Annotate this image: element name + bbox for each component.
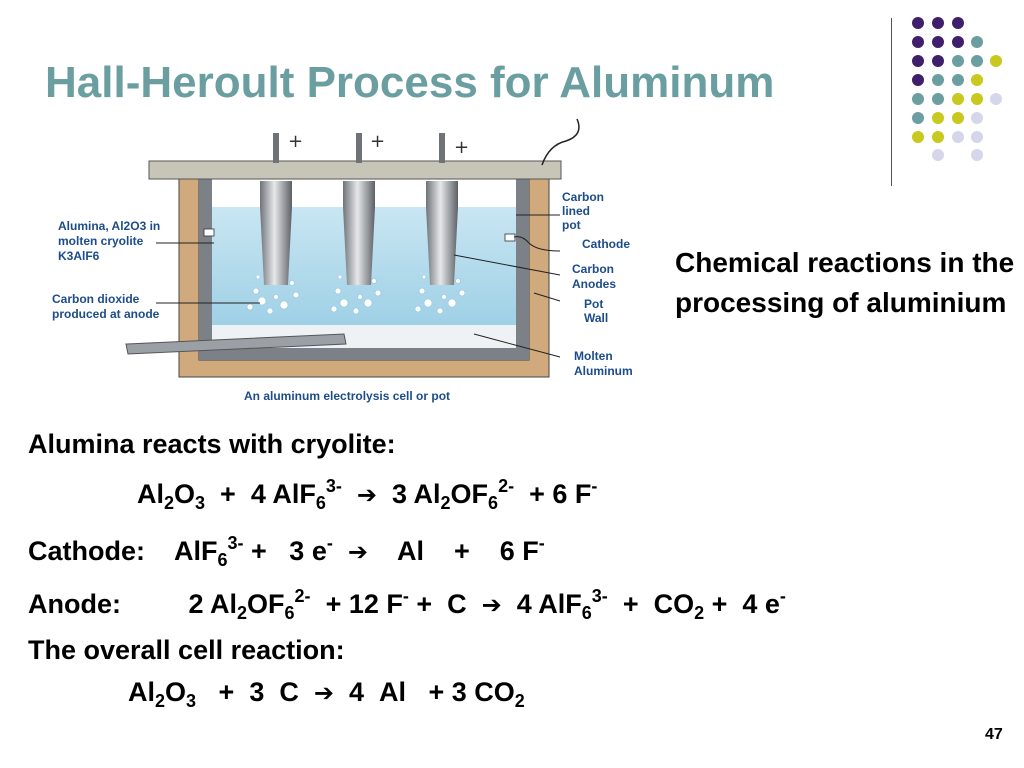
figure-caption: An aluminum electrolysis cell or pot bbox=[244, 389, 450, 403]
cathode-label: Cathode: bbox=[28, 536, 145, 566]
alumina-heading: Alumina reacts with cryolite: bbox=[28, 429, 396, 459]
label-carbon-lined-3: pot bbox=[562, 218, 581, 232]
label-alumina-1: Alumina, Al2O3 in bbox=[58, 219, 160, 233]
dot-row-6 bbox=[912, 112, 983, 124]
electrolysis-cell-diagram: + + + Alumina, Al2O3 in molten cryolite … bbox=[52, 118, 633, 403]
dot-row-1 bbox=[912, 17, 964, 29]
label-molten-2: Aluminum bbox=[574, 364, 633, 378]
side-description: Chemical reactions in the processing of … bbox=[675, 247, 1015, 318]
arrow-icon: ➔ bbox=[347, 538, 368, 566]
label-alumina-3: K3AlF6 bbox=[58, 249, 100, 263]
dot-row-2 bbox=[912, 36, 983, 48]
arrow-icon: ➔ bbox=[356, 481, 377, 509]
label-co2-1: Carbon dioxide bbox=[52, 292, 140, 306]
equation-alumina-cryolite: Al2O3 + 4 AlF63- ➔ 3 Al2OF62- + 6 F- bbox=[137, 476, 598, 513]
decorative-dot-grid bbox=[912, 17, 1002, 161]
plus-sign-3: + bbox=[454, 137, 469, 158]
pot-lid bbox=[148, 160, 562, 180]
page-number: 47 bbox=[985, 726, 1003, 743]
label-cathode: Cathode bbox=[582, 237, 630, 251]
carbon-anode-3 bbox=[426, 133, 458, 285]
label-anodes-1: Carbon bbox=[572, 262, 614, 276]
slide-title: Hall-Heroult Process for Aluminum bbox=[45, 58, 775, 107]
dot-row-7 bbox=[912, 131, 983, 143]
anode-label: Anode: bbox=[28, 589, 121, 619]
dot-row-3 bbox=[912, 55, 1002, 67]
tap-pipe bbox=[125, 333, 347, 355]
arrow-icon: ➔ bbox=[313, 679, 334, 707]
overall-heading: The overall cell reaction: bbox=[28, 635, 345, 665]
dot-row-5 bbox=[912, 93, 1002, 105]
label-co2-2: produced at anode bbox=[52, 307, 160, 321]
dot-row-8 bbox=[932, 149, 983, 161]
label-carbon-lined-2: lined bbox=[562, 204, 590, 218]
label-anodes-2: Anodes bbox=[572, 277, 616, 291]
dot-row-4 bbox=[912, 74, 983, 86]
label-pot-wall-2: Wall bbox=[584, 311, 608, 325]
divider-line bbox=[891, 18, 892, 186]
carbon-anode-1 bbox=[260, 133, 292, 285]
plus-sign-2: + bbox=[370, 131, 385, 152]
anode-row: Anode: 2 Al2OF62- + 12 F- + C ➔ 4 AlF63-… bbox=[28, 586, 786, 623]
lid-wire bbox=[541, 118, 580, 166]
carbon-anode-2 bbox=[343, 133, 375, 285]
cathode-row: Cathode: AlF63- + 3 e- ➔ Al + 6 F- bbox=[28, 533, 545, 570]
label-molten-1: Molten bbox=[574, 349, 613, 363]
label-pot-wall-1: Pot bbox=[584, 297, 603, 311]
plus-sign-1: + bbox=[288, 131, 303, 152]
label-alumina-2: molten cryolite bbox=[58, 234, 144, 248]
co2-bubbles bbox=[246, 274, 466, 315]
arrow-icon: ➔ bbox=[481, 591, 502, 619]
equation-overall: Al2O3 + 3 C ➔ 4 Al + 3 CO2 bbox=[128, 677, 525, 711]
label-carbon-lined-1: Carbon bbox=[562, 190, 604, 204]
